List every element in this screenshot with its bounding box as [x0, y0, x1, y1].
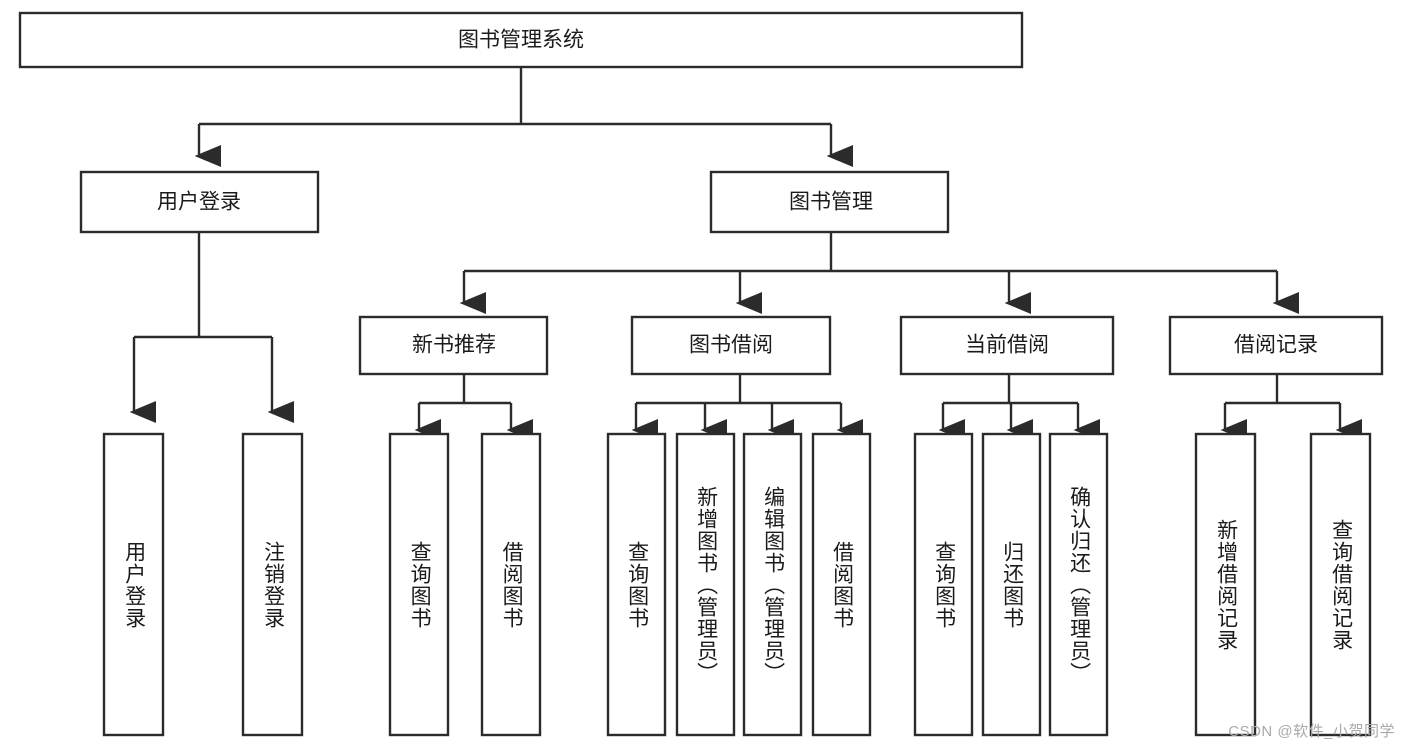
- leaf-box-query-book-3[interactable]: [913, 432, 974, 737]
- leaf-box-return-book[interactable]: [981, 432, 1042, 737]
- leaf-box-edit-book[interactable]: [742, 432, 803, 737]
- connector-newbook-to-leaves: [414, 374, 533, 441]
- connector-userlogin-to-leaves: [129, 232, 294, 423]
- connector-bookmgmt-to-level3: [459, 232, 1299, 314]
- node-book-management-label: 图书管理: [789, 191, 873, 214]
- node-book-management-box[interactable]: [709, 170, 950, 234]
- node-user-login-label: 用户登录: [157, 191, 241, 214]
- node-book-management[interactable]: 图书管理: [709, 170, 950, 234]
- node-user-login[interactable]: 用户登录: [79, 170, 320, 234]
- leaf-box-confirm-return[interactable]: [1048, 432, 1109, 737]
- node-root-box[interactable]: [18, 11, 1024, 69]
- node-borrow-record[interactable]: 借阅记录: [1168, 315, 1384, 376]
- node-current-borrow-box[interactable]: [899, 315, 1115, 376]
- node-current-borrow[interactable]: 当前借阅: [899, 315, 1115, 376]
- node-current-borrow-label: 当前借阅: [965, 334, 1049, 357]
- watermark: CSDN @软件_小贺同学: [1228, 723, 1395, 740]
- connector-root-to-level2: [194, 67, 853, 167]
- node-borrow-record-label: 借阅记录: [1234, 334, 1318, 357]
- connector-currentborrow-to-leaves: [938, 374, 1100, 441]
- leaf-box-query-record[interactable]: [1309, 432, 1372, 737]
- node-new-book-recommend-label: 新书推荐: [412, 334, 496, 357]
- connector-bookborrow-to-leaves: [631, 374, 863, 441]
- node-book-borrow[interactable]: 图书借阅: [630, 315, 832, 376]
- node-book-borrow-label: 图书借阅: [689, 334, 773, 357]
- node-book-borrow-box[interactable]: [630, 315, 832, 376]
- connector-borrowrecord-to-leaves: [1220, 374, 1362, 441]
- node-root-label: 图书管理系统: [458, 29, 584, 52]
- leaf-box-add-record[interactable]: [1194, 432, 1257, 737]
- node-new-book-recommend[interactable]: 新书推荐: [358, 315, 549, 376]
- leaf-box-query-book-1[interactable]: [388, 432, 450, 737]
- leaf-box-borrow-book-1[interactable]: [480, 432, 542, 737]
- node-user-login-box[interactable]: [79, 170, 320, 234]
- node-borrow-record-box[interactable]: [1168, 315, 1384, 376]
- leaf-box-user-login[interactable]: [102, 432, 165, 737]
- leaf-box-add-book[interactable]: [675, 432, 736, 737]
- leaf-box-query-book-2[interactable]: [606, 432, 667, 737]
- leaf-box-logout[interactable]: [241, 432, 304, 737]
- node-new-book-recommend-box[interactable]: [358, 315, 549, 376]
- node-root[interactable]: 图书管理系统: [18, 11, 1024, 69]
- leaf-box-borrow-book-2[interactable]: [811, 432, 872, 737]
